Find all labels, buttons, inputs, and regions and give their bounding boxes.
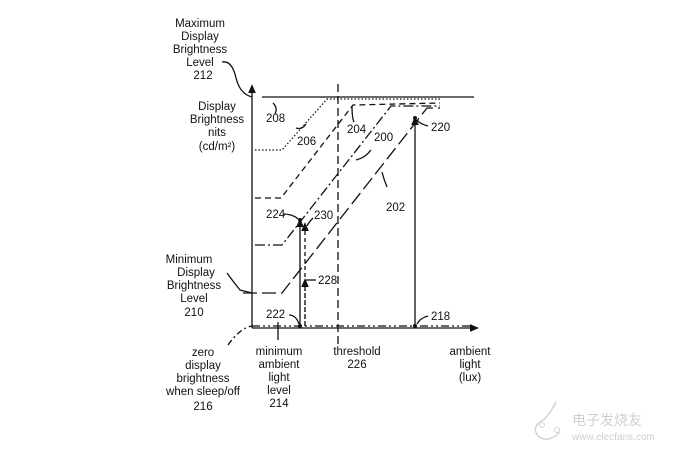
- svg-text:display: display: [185, 360, 221, 372]
- svg-text:(cd/m²): (cd/m²): [199, 141, 236, 153]
- zero-leader: [227, 325, 253, 346]
- max-level-label: Maximum Display Brightness Level 212: [173, 18, 228, 82]
- svg-text:light: light: [268, 372, 290, 384]
- svg-text:222: 222: [266, 309, 285, 321]
- svg-text:Brightness: Brightness: [190, 114, 245, 126]
- svg-text:202: 202: [386, 202, 405, 214]
- svg-text:Brightness: Brightness: [173, 44, 228, 56]
- svg-text:204: 204: [347, 124, 367, 136]
- svg-text:214: 214: [269, 398, 289, 410]
- svg-text:nits: nits: [208, 127, 226, 139]
- svg-text:224: 224: [266, 209, 286, 221]
- svg-text:218: 218: [431, 311, 450, 323]
- svg-text:212: 212: [193, 70, 212, 82]
- svg-text:level: level: [267, 385, 291, 397]
- svg-text:Level: Level: [186, 57, 214, 69]
- svg-text:210: 210: [184, 307, 203, 319]
- svg-text:ambient: ambient: [259, 359, 301, 371]
- svg-text:zero: zero: [192, 347, 214, 359]
- svg-text:brightness: brightness: [176, 373, 229, 385]
- svg-text:230: 230: [314, 210, 333, 222]
- svg-text:208: 208: [266, 113, 285, 125]
- svg-text:216: 216: [193, 401, 212, 413]
- curve-204: [255, 102, 441, 199]
- svg-text:Brightness: Brightness: [167, 280, 222, 292]
- svg-text:200: 200: [374, 132, 393, 144]
- curve-202: [243, 107, 440, 294]
- svg-text:Level: Level: [180, 293, 208, 305]
- curve-200: [255, 105, 440, 246]
- x-axis-label: ambient light (lux): [450, 346, 492, 384]
- reference-numerals: 208 206 204 200 202 220 224 230 228 222 …: [266, 113, 450, 323]
- svg-text:220: 220: [431, 122, 450, 134]
- svg-text:ambient: ambient: [450, 346, 492, 358]
- svg-text:Maximum: Maximum: [175, 18, 225, 30]
- svg-text:电子发烧友: 电子发烧友: [572, 412, 642, 428]
- svg-text:minimum: minimum: [256, 346, 303, 358]
- watermark-logo: 电子发烧友 www.elecfans.com: [534, 401, 655, 443]
- svg-text:light: light: [459, 359, 481, 371]
- svg-text:threshold: threshold: [333, 346, 380, 358]
- svg-text:206: 206: [297, 136, 316, 148]
- svg-text:Display: Display: [177, 267, 215, 279]
- curve-206: [255, 98, 440, 151]
- svg-text:when sleep/off: when sleep/off: [165, 386, 241, 398]
- svg-text:228: 228: [318, 275, 337, 287]
- min-level-label: Minimum Display Brightness Level 210: [166, 254, 222, 319]
- threshold-label: threshold 226: [333, 346, 380, 371]
- svg-text:Minimum: Minimum: [166, 254, 213, 266]
- svg-text:(lux): (lux): [459, 372, 482, 384]
- svg-text:Display: Display: [198, 101, 236, 113]
- svg-text:Display: Display: [181, 31, 219, 43]
- min-ambient-label: minimum ambient light level 214: [256, 346, 303, 410]
- zero-label: zero display brightness when sleep/off 2…: [165, 347, 241, 413]
- y-axis-label: Display Brightness nits (cd/m²): [190, 101, 245, 153]
- svg-text:226: 226: [347, 359, 366, 371]
- svg-text:www.elecfans.com: www.elecfans.com: [571, 432, 655, 443]
